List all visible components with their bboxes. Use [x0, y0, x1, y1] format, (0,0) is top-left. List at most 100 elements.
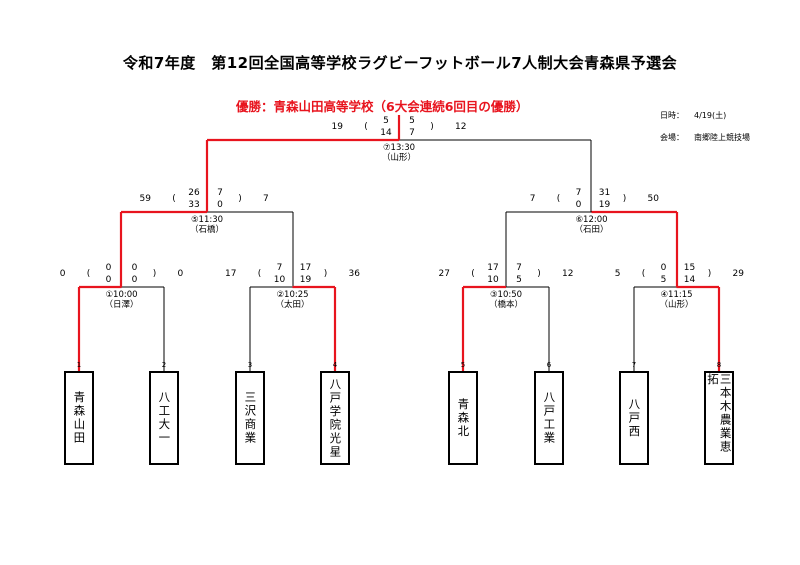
match-number-time: ⑤11:30 — [191, 215, 223, 225]
paren-close: ) — [153, 269, 157, 279]
champion-banner: 優勝：青森山田高等学校（6大会連続6回目の優勝） — [236, 99, 529, 114]
team-name: 青森北 — [456, 397, 471, 439]
team-seed-number: 2 — [162, 361, 166, 369]
score-left-total: 17 — [225, 269, 236, 279]
match-number-time: ③10:50 — [490, 290, 522, 300]
paren-open: ( — [172, 194, 176, 204]
team-seed-number: 8 — [717, 361, 721, 369]
score-left-half1: 0 — [106, 263, 112, 273]
score-right-half2: 0 — [132, 275, 138, 285]
match-number-time: ②10:25 — [276, 290, 308, 300]
score-left-half2: 0 — [576, 200, 582, 210]
score-left-half2: 10 — [487, 275, 499, 285]
team-name: 三沢商業 — [243, 391, 258, 445]
paren-open: ( — [471, 269, 475, 279]
team-seed-number: 4 — [333, 361, 338, 369]
venue-value: 南郷陸上競技場 — [694, 133, 750, 142]
paren-close: ) — [430, 122, 434, 132]
paren-open: ( — [258, 269, 262, 279]
score-right-half2: 19 — [300, 275, 312, 285]
score-left-total: 27 — [439, 269, 450, 279]
paren-close: ) — [623, 194, 627, 204]
match-venue: （石田） — [574, 224, 608, 235]
score-left-half2: 0 — [106, 275, 112, 285]
match-venue: （橋本） — [489, 299, 523, 310]
paren-close: ) — [238, 194, 242, 204]
paren-close: ) — [708, 269, 712, 279]
score-right-total: 50 — [648, 194, 660, 204]
score-right-total: 12 — [455, 122, 466, 132]
team-box: 八戸工業 — [534, 371, 564, 465]
paren-close: ) — [537, 269, 541, 279]
match-venue: （山形） — [382, 152, 416, 163]
team-seed-number: 6 — [547, 361, 552, 369]
score-left-half1: 7 — [576, 188, 582, 198]
team-name: 八工大一 — [157, 391, 172, 445]
match-number-time: ④11:15 — [660, 290, 692, 300]
score-left-half1: 17 — [487, 263, 498, 273]
team-name: 八戸学院光星 — [328, 377, 343, 459]
match-number-time: ⑦13:30 — [383, 143, 415, 153]
team-name: 八戸工業 — [542, 391, 557, 445]
score-right-half1: 15 — [684, 263, 695, 273]
match-venue: （石橋） — [190, 224, 224, 235]
team-box: 八戸学院光星 — [320, 371, 350, 465]
score-left-half1: 26 — [188, 188, 200, 198]
score-right-half2: 0 — [217, 200, 223, 210]
paren-open: ( — [557, 194, 561, 204]
bracket-lines — [121, 139, 677, 371]
team-box: 八戸西 — [619, 371, 649, 465]
score-left-total: 19 — [332, 122, 344, 132]
paren-open: ( — [642, 269, 646, 279]
winner-path-lines — [77, 115, 721, 371]
score-left-half1: 7 — [277, 263, 283, 273]
score-right-half2: 14 — [684, 275, 696, 285]
score-right-half1: 17 — [300, 263, 311, 273]
match-venue: （日澤） — [104, 299, 138, 310]
paren-open: ( — [364, 122, 368, 132]
score-left-total: 59 — [140, 194, 152, 204]
score-right-half2: 5 — [516, 275, 522, 285]
page-title: 令和7年度 第12回全国高等学校ラグビーフットボール7人制大会青森県予選会 — [122, 54, 678, 72]
match-number-time: ⑥12:00 — [575, 215, 607, 225]
team-seed-number: 5 — [461, 361, 465, 369]
score-right-total: 29 — [733, 269, 745, 279]
score-left-half2: 14 — [380, 128, 392, 138]
score-right-total: 12 — [562, 269, 573, 279]
paren-open: ( — [87, 269, 91, 279]
score-right-total: 0 — [178, 269, 184, 279]
team-name: 八戸西 — [627, 397, 642, 439]
score-right-half2: 7 — [409, 128, 415, 138]
venue-label: 会場： — [660, 133, 684, 142]
team-box: 青森山田 — [64, 371, 94, 465]
score-right-total: 7 — [263, 194, 269, 204]
score-right-half1: 0 — [132, 263, 138, 273]
match-venue: （山形） — [659, 299, 693, 310]
score-right-half2: 19 — [599, 200, 611, 210]
team-box: 八工大一 — [149, 371, 179, 465]
team-box: 青森北 — [448, 371, 478, 465]
score-left-half2: 5 — [661, 275, 667, 285]
team-seed-number: 3 — [248, 361, 252, 369]
score-right-half1: 7 — [516, 263, 522, 273]
team-box: 三沢商業 — [235, 371, 265, 465]
team-name: 青森山田 — [72, 391, 87, 445]
score-left-half2: 10 — [274, 275, 286, 285]
date-value: 4/19(土) — [694, 111, 727, 120]
score-left-half1: 5 — [383, 116, 389, 126]
score-left-total: 0 — [60, 269, 66, 279]
match-venue: （太田） — [275, 299, 309, 310]
team-name: 三本木農業恵拓 — [706, 373, 733, 454]
score-left-half2: 33 — [188, 200, 199, 210]
team-box: 三本木農業恵拓 — [704, 371, 734, 465]
paren-close: ) — [324, 269, 328, 279]
score-right-half1: 5 — [409, 116, 415, 126]
date-label: 日時： — [660, 111, 684, 120]
team-seed-number: 1 — [77, 361, 81, 369]
score-left-half1: 0 — [661, 263, 667, 273]
score-left-total: 7 — [530, 194, 536, 204]
score-right-total: 36 — [349, 269, 361, 279]
score-left-total: 5 — [615, 269, 621, 279]
